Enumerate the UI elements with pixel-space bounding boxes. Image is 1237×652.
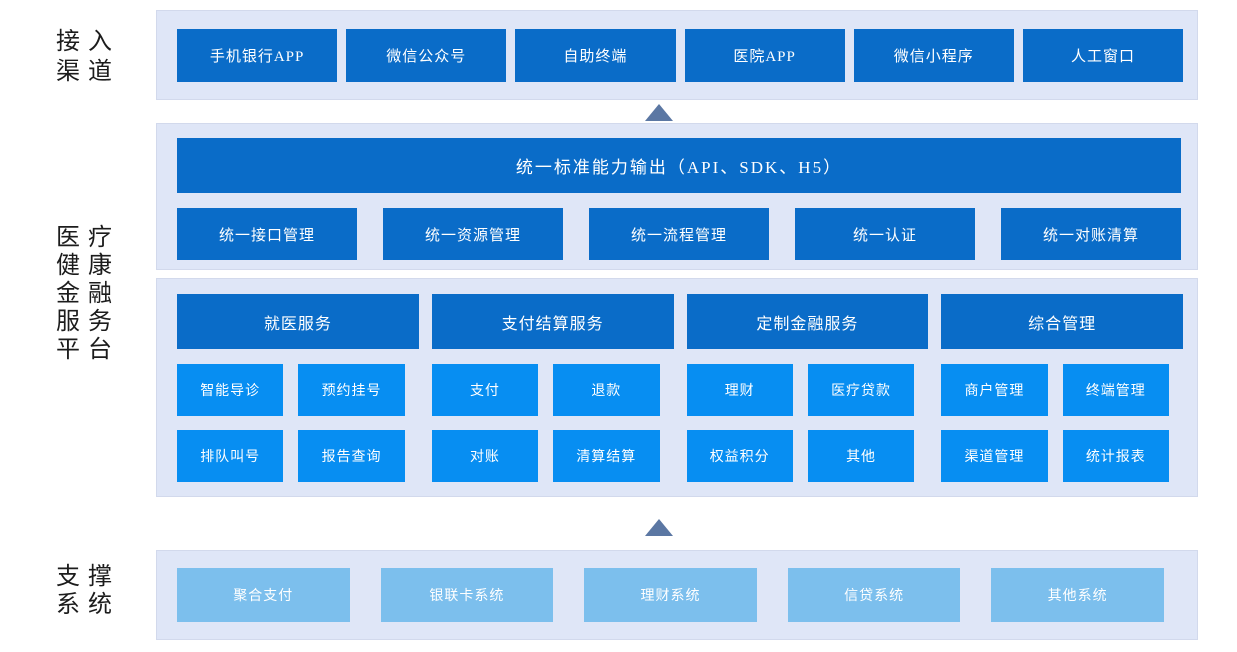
service-sub-box: 清算结算: [553, 430, 660, 482]
capability-box-process-mgmt: 统一流程管理: [589, 208, 769, 260]
service-sub-grid: 理财 医疗贷款 权益积分 其他: [686, 364, 929, 482]
side-label-line: 健康: [56, 253, 120, 279]
side-label-line: 接入: [56, 29, 120, 55]
service-sub-box: 预约挂号: [298, 364, 405, 416]
side-label-support-systems: 支撑 系统: [56, 563, 120, 619]
support-box-credit-system: 信贷系统: [787, 568, 961, 622]
service-sub-box: 渠道管理: [941, 430, 1048, 482]
side-label-line: 系统: [56, 592, 120, 618]
channel-box-hospital-app: 医院APP: [684, 28, 845, 82]
side-label-line: 渠道: [56, 59, 120, 85]
capability-title-bar: 统一标准能力输出（API、SDK、H5）: [177, 138, 1181, 193]
capability-box-auth: 统一认证: [795, 208, 975, 260]
service-sub-box: 权益积分: [686, 430, 793, 482]
service-sub-box: 其他: [807, 430, 915, 482]
up-arrow-icon: [645, 519, 673, 536]
support-box-aggregate-payment: 聚合支付: [177, 568, 350, 622]
service-groups: 就医服务 智能导诊 预约挂号 排队叫号 报告查询 支付结算服务 支付 退款 对账…: [177, 294, 1183, 482]
service-sub-box: 理财: [686, 364, 793, 416]
service-group-finance: 定制金融服务 理财 医疗贷款 权益积分 其他: [686, 294, 929, 482]
channel-box-wechat-official: 微信公众号: [346, 28, 507, 82]
service-sub-box: 商户管理: [941, 364, 1048, 416]
service-group-admin: 综合管理 商户管理 终端管理 渠道管理 统计报表: [941, 294, 1183, 482]
channel-box-self-service-terminal: 自助终端: [515, 28, 676, 82]
support-box-unionpay-system: 银联卡系统: [380, 568, 554, 622]
side-label-line: 平台: [56, 337, 120, 363]
access-channels-panel: 手机银行APP 微信公众号 自助终端 医院APP 微信小程序 人工窗口: [156, 10, 1198, 100]
service-sub-grid: 支付 退款 对账 清算结算: [431, 364, 674, 482]
services-panel: 就医服务 智能导诊 预约挂号 排队叫号 报告查询 支付结算服务 支付 退款 对账…: [156, 278, 1198, 497]
service-sub-box: 报告查询: [298, 430, 405, 482]
arrow-row-top: [156, 104, 1198, 121]
diagram-content: 手机银行APP 微信公众号 自助终端 医院APP 微信小程序 人工窗口 统一标准…: [156, 0, 1198, 640]
service-sub-box: 智能导诊: [177, 364, 284, 416]
service-sub-box: 支付: [431, 364, 539, 416]
service-group-medical: 就医服务 智能导诊 预约挂号 排队叫号 报告查询: [177, 294, 419, 482]
side-label-line: 服务: [56, 309, 120, 335]
service-sub-box: 对账: [431, 430, 539, 482]
side-label-line: 金融: [56, 281, 120, 307]
service-sub-box: 统计报表: [1062, 430, 1169, 482]
support-box-other-system: 其他系统: [991, 568, 1164, 622]
service-sub-grid: 商户管理 终端管理 渠道管理 统计报表: [941, 364, 1183, 482]
side-label-line: 医疗: [56, 225, 120, 251]
capability-box-reconciliation: 统一对账清算: [1001, 208, 1181, 260]
capability-row: 统一接口管理 统一资源管理 统一流程管理 统一认证 统一对账清算: [177, 208, 1181, 260]
service-sub-box: 终端管理: [1062, 364, 1169, 416]
up-arrow-icon: [645, 104, 673, 121]
capability-box-resource-mgmt: 统一资源管理: [383, 208, 563, 260]
support-box-wealth-system: 理财系统: [584, 568, 757, 622]
service-group-payment: 支付结算服务 支付 退款 对账 清算结算: [431, 294, 674, 482]
service-group-header: 就医服务: [177, 294, 419, 349]
support-systems-panel: 聚合支付 银联卡系统 理财系统 信贷系统 其他系统: [156, 550, 1198, 640]
unified-capability-panel: 统一标准能力输出（API、SDK、H5） 统一接口管理 统一资源管理 统一流程管…: [156, 123, 1198, 270]
service-sub-box: 退款: [553, 364, 660, 416]
service-group-header: 支付结算服务: [431, 294, 674, 349]
arrow-row-bottom: [156, 519, 1198, 536]
service-sub-grid: 智能导诊 预约挂号 排队叫号 报告查询: [177, 364, 419, 482]
service-sub-box: 排队叫号: [177, 430, 284, 482]
capability-box-interface-mgmt: 统一接口管理: [177, 208, 357, 260]
side-label-platform: 医疗 健康 金融 服务 平台: [56, 224, 120, 364]
service-sub-box: 医疗贷款: [807, 364, 915, 416]
channel-box-manual-window: 人工窗口: [1022, 28, 1184, 82]
channel-box-wechat-miniprogram: 微信小程序: [853, 28, 1014, 82]
side-label-access-channels: 接入 渠道: [56, 27, 120, 87]
service-group-header: 定制金融服务: [686, 294, 929, 349]
side-label-line: 支撑: [56, 564, 120, 590]
channel-box-mobile-banking-app: 手机银行APP: [177, 28, 338, 82]
service-group-header: 综合管理: [941, 294, 1183, 349]
